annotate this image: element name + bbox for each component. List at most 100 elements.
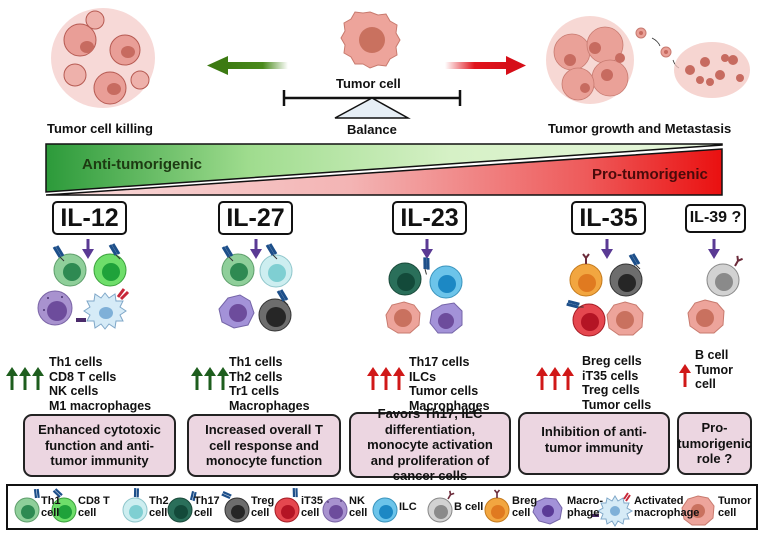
il-39-cells	[687, 239, 744, 334]
legend-icons	[14, 486, 715, 527]
treg-cell-icon	[609, 252, 643, 297]
cd8-t-cell-icon	[93, 242, 127, 287]
th1-cell-icon	[14, 487, 43, 523]
il-27-up-arrows-icon	[191, 367, 229, 390]
il-27-function-text: Increased overall T cell response and mo…	[205, 422, 323, 469]
il-23-cells	[385, 239, 463, 334]
il-27-arrow-icon	[250, 239, 262, 259]
il-12-function-box: Enhanced cytotoxic function and anti-tum…	[23, 414, 176, 477]
effect-item: Th17 cells	[409, 355, 470, 369]
tumor-growth-label: Tumor growth and Metastasis	[548, 121, 732, 136]
il-39-box: IL-39 ?	[685, 204, 746, 233]
il-39-label: IL-39 ?	[689, 209, 742, 226]
anti-tumorigenic-label: Anti-tumorigenic	[82, 156, 202, 173]
effect-item: Macrophages	[229, 398, 310, 413]
il-35-box: IL-35	[571, 201, 646, 235]
il-12-arrow-icon	[82, 239, 94, 259]
il-39-function-text: Pro-tumorigenic role ?	[677, 420, 752, 467]
il-12-label: IL-12	[60, 204, 119, 232]
ilc-icon	[429, 265, 463, 299]
il-12-box: IL-12	[52, 201, 127, 235]
th2-cell-icon	[259, 242, 293, 288]
effect-item: ILCs	[409, 369, 437, 384]
cd8-t-cell-icon	[51, 486, 77, 523]
th17-cell-icon	[167, 489, 200, 523]
il-35-up-arrows-icon	[536, 367, 574, 390]
nk-cell-icon	[322, 497, 348, 523]
il-12-cells	[37, 239, 130, 330]
effect-item: Th1 cells	[49, 355, 103, 369]
effect-item: Tr1 cells	[229, 384, 280, 398]
th1-cell-icon	[221, 244, 255, 287]
treg-cell-icon	[220, 488, 250, 523]
pro-tumorigenic-label: Pro-tumorigenic	[592, 166, 708, 183]
il-23-arrow-icon	[421, 239, 433, 259]
effect-item: cell	[695, 377, 716, 391]
il-12-effects-list: Th1 cells CD8 T cells NK cells M1 macrop…	[49, 355, 151, 413]
nk-cell-icon	[37, 290, 73, 326]
effect-item: Tumor cells	[582, 397, 652, 412]
il-27-cells	[218, 239, 293, 332]
tumor-cell-killing-icon	[51, 8, 155, 108]
effect-item: Th1 cells	[229, 355, 283, 369]
effect-item: Treg cells	[582, 383, 640, 397]
header-illustration	[51, 8, 750, 119]
legend-label-ilc: ILC	[399, 501, 417, 513]
il-12-up-arrows-icon	[6, 367, 44, 390]
tumor-cell-icon	[606, 301, 644, 336]
il-23-function-text: Favors Th17, ILC differentiation, monocy…	[367, 406, 493, 484]
effect-item: iT35 cells	[582, 368, 639, 383]
pro-tumorigenic-wedge	[45, 148, 723, 196]
effect-item: Tumor	[695, 362, 733, 377]
tumor-cell-icon	[687, 299, 725, 334]
th1-cell-icon	[52, 244, 87, 287]
right-arrow-icon	[445, 56, 526, 75]
il-39-effects-list: B cell Tumor cell	[695, 348, 733, 392]
th17-cell-icon	[388, 254, 436, 296]
tumor-cell-icon	[340, 11, 401, 69]
b-cell-icon	[427, 490, 455, 523]
balance-label: Balance	[347, 122, 397, 137]
th2-cell-icon	[122, 486, 148, 523]
it35-cell-icon	[564, 294, 606, 337]
b-cell-icon	[706, 254, 744, 297]
il-12-function-text: Enhanced cytotoxic function and anti-tum…	[38, 422, 161, 469]
activated-macrophage-icon	[591, 492, 633, 527]
effect-item: M1 macrophages	[49, 398, 152, 413]
legend-label-macrophage: Macro-phage	[567, 495, 604, 519]
il-23-box: IL-23	[392, 201, 467, 235]
il-39-arrow-icon	[708, 239, 720, 259]
treg-cell-icon	[258, 288, 292, 332]
il-35-label: IL-35	[579, 204, 638, 232]
tumor-cell-killing-label: Tumor cell killing	[47, 121, 153, 136]
ilc-icon	[372, 497, 398, 523]
effect-item: Th2 cells	[229, 369, 283, 384]
il-23-up-arrows-icon	[367, 367, 405, 390]
macrophage-icon	[532, 497, 563, 525]
tumor-cell-icon	[681, 495, 715, 526]
il-27-effects-list: Th1 cells Th2 cells Tr1 cells Macrophage…	[229, 355, 310, 413]
effect-item: Breg cells	[582, 354, 642, 368]
il-23-label: IL-23	[400, 204, 459, 232]
breg-cell-icon	[484, 489, 510, 523]
effect-item: NK cells	[49, 384, 99, 398]
tumorigenic-gradient-bar	[45, 143, 723, 196]
il-35-effects-list: Breg cells iT35 cells Treg cells Tumor c…	[582, 354, 651, 412]
il-35-function-box: Inhibition of anti-tumor immunity	[518, 412, 670, 475]
left-arrow-icon	[207, 56, 288, 75]
il-35-cells	[564, 239, 644, 337]
effect-item: Macrophages	[409, 398, 490, 413]
macrophage-icon	[429, 302, 463, 334]
il-39-function-box: Pro-tumorigenic role ?	[677, 412, 752, 475]
balance-icon	[282, 90, 462, 119]
